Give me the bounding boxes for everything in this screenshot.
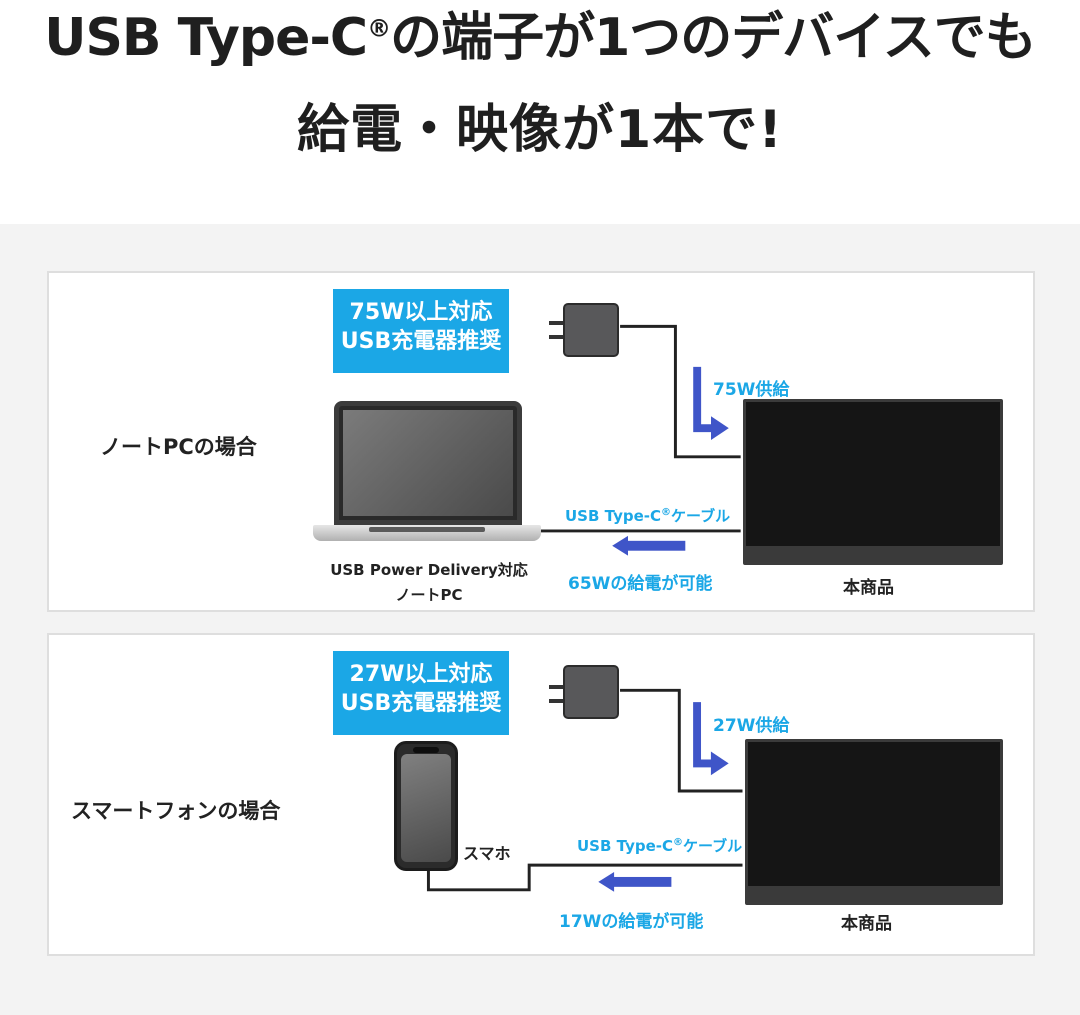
smartphone-case-panel: 27W以上対応 USB充電器推奨 27W供給 スマートフォンの場合 スマホ US…	[47, 633, 1035, 956]
device-label-line-1: USB Power Delivery対応	[330, 561, 528, 579]
power-cable	[620, 688, 743, 793]
down-arrow-icon	[693, 366, 729, 441]
badge-line-2: USB充電器推奨	[340, 329, 502, 354]
badge-line-1: 27W以上対応	[349, 662, 493, 687]
cable-label-reg: ®	[673, 837, 684, 848]
smartphone-case-wires	[426, 688, 743, 892]
laptop-case-wires	[537, 324, 741, 556]
case-label: ノートPCの場合	[100, 435, 257, 459]
charger-recommendation-badge: 27W以上対応 USB充電器推奨	[333, 651, 509, 735]
headline-line-1-rest: の端子が1つのデバイスでも	[390, 8, 1037, 68]
monitor-label: 本商品	[841, 914, 892, 934]
smartphone-icon	[394, 741, 458, 871]
laptop-case-panel: 75W以上対応 USB充電器推奨 75W供給 ノートPCの場合 USB Type…	[47, 271, 1035, 612]
usb-cable-label: USB Type-C®ケーブル	[565, 505, 730, 526]
case-label: スマートフォンの場合	[71, 799, 281, 823]
monitor-icon	[743, 399, 1003, 565]
down-arrow-icon	[693, 702, 729, 776]
power-delivery-label: 65Wの給電が可能	[568, 574, 713, 594]
badge-line-1: 75W以上対応	[349, 300, 493, 325]
left-arrow-icon	[598, 872, 672, 892]
headline-usb-type-c: USB Type-C	[44, 8, 368, 68]
headline-line-2: 給電・映像が1本で!	[297, 100, 783, 160]
registered-mark: ®	[367, 14, 391, 43]
power-cable	[620, 324, 741, 459]
monitor-label: 本商品	[843, 578, 894, 598]
supply-label: 75W供給	[713, 380, 790, 400]
cable-label-reg: ®	[661, 507, 672, 518]
charger-recommendation-badge: 75W以上対応 USB充電器推奨	[333, 289, 509, 373]
headline-line-1: USB Type-C®の端子が1つのデバイスでも	[0, 2, 1080, 74]
cable-label-suffix: ケーブル	[683, 837, 743, 855]
supply-label: 27W供給	[713, 716, 790, 736]
cable-label-text: USB Type-C	[577, 837, 674, 855]
usb-cable-label: USB Type-C®ケーブル	[577, 835, 742, 856]
laptop-device-label: USB Power Delivery対応 ノートPC	[329, 559, 529, 605]
cable-label-text: USB Type-C	[565, 507, 662, 525]
device-label-line-2: ノートPC	[395, 586, 463, 604]
badge-line-2: USB充電器推奨	[340, 691, 502, 716]
power-delivery-label: 17Wの給電が可能	[559, 912, 704, 932]
usb-c-cable	[426, 863, 743, 892]
left-arrow-icon	[612, 535, 686, 556]
smartphone-device-label: スマホ	[463, 844, 511, 863]
cable-label-suffix: ケーブル	[671, 507, 731, 525]
monitor-icon	[745, 739, 1003, 905]
